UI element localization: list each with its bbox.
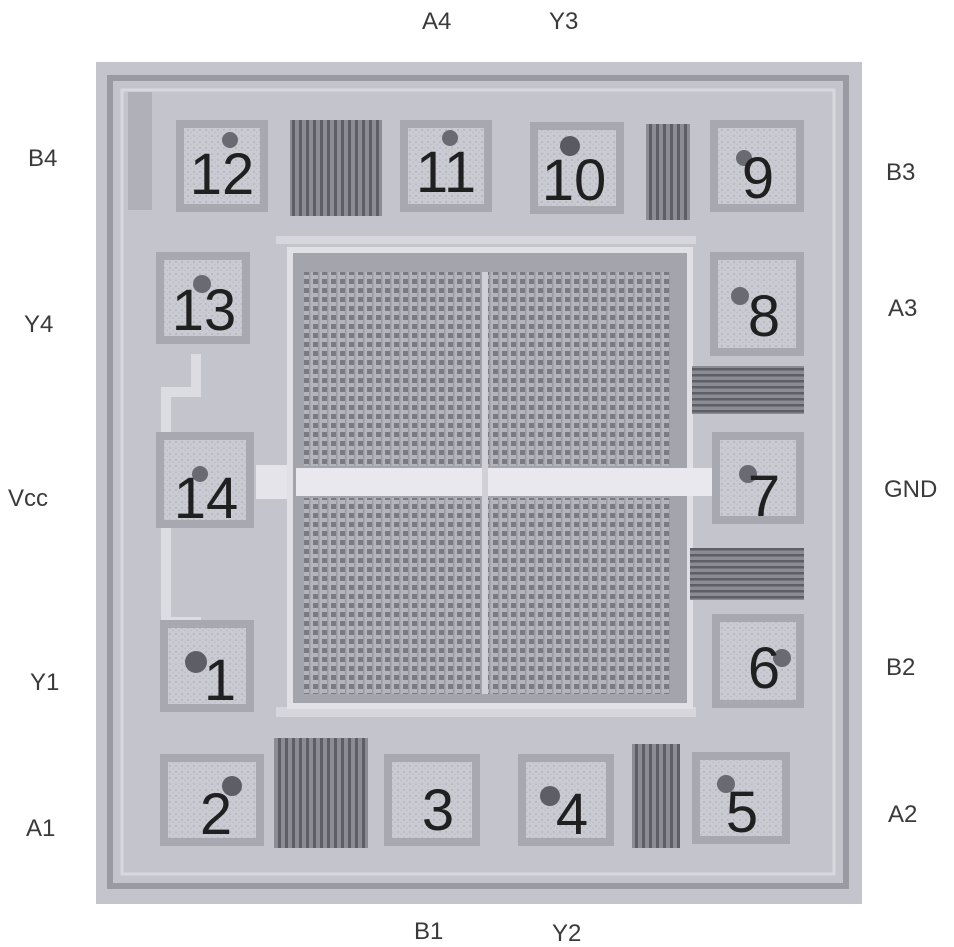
bond-pad-12: 12 (176, 120, 268, 212)
pin-label-a4: A4 (422, 8, 452, 35)
pad-number-7: 7 (748, 464, 780, 529)
pin-label-a2: A2 (888, 801, 918, 828)
pin-label-a3: A3 (888, 295, 918, 322)
pad-number-5: 5 (726, 780, 758, 845)
bond-pad-4: 4 (518, 754, 614, 847)
pad-number-4: 4 (556, 782, 588, 847)
bond-pad-13: 13 (156, 252, 250, 344)
pad-number-6: 6 (748, 636, 780, 701)
stripe-block-top-left (290, 120, 382, 216)
pad-number-12: 12 (190, 142, 255, 207)
pad-number-3: 3 (422, 778, 454, 843)
pin-label-b3: B3 (886, 159, 916, 186)
chip-die: 12 11 10 9 13 8 14 7 (96, 62, 862, 904)
pin-label-vcc: Vcc (8, 485, 49, 512)
pad-number-9: 9 (742, 146, 774, 211)
pad-number-14: 14 (174, 466, 239, 531)
core-center-bus (296, 468, 716, 496)
pin-label-a1: A1 (26, 815, 56, 842)
stripe-block-bottom-right (632, 744, 680, 848)
bond-pad-9: 9 (710, 120, 804, 212)
bond-pad-2: 2 (160, 754, 264, 847)
stripe-block-top-right (646, 124, 690, 220)
pad-number-11: 11 (416, 140, 476, 205)
bond-pad-3: 3 (384, 754, 480, 846)
pad-number-13: 13 (172, 278, 237, 343)
die-outer-border (107, 75, 849, 889)
core-vertical-bus (482, 272, 488, 694)
pad-number-1: 1 (204, 648, 236, 713)
die-marking (128, 92, 152, 210)
stripe-block-right-lower (690, 548, 804, 600)
core-quadrant-bottom-right (488, 498, 670, 694)
bond-pad-7: 7 (712, 432, 804, 529)
bond-pad-11: 11 (400, 120, 492, 212)
pin-label-b4: B4 (28, 145, 58, 172)
die-inner-border (120, 88, 836, 876)
core-quadrant-bottom-left (304, 498, 482, 694)
bond-pad-1: 1 (160, 620, 254, 713)
stripe-block-bottom-left (274, 738, 368, 848)
pin-label-b1: B1 (414, 918, 444, 945)
pin-label-y4: Y4 (24, 311, 54, 338)
pad-number-2: 2 (200, 782, 232, 847)
core-quadrant-top-left (304, 272, 482, 466)
bond-pad-6: 6 (712, 614, 804, 708)
bond-pad-14: 14 (156, 432, 254, 531)
pin-label-gnd: GND (884, 476, 938, 503)
bond-pad-8: 8 (710, 252, 804, 356)
bond-pad-5: 5 (692, 752, 790, 845)
pin-label-b2: B2 (886, 654, 916, 681)
pin-label-y1: Y1 (30, 669, 60, 696)
pin-label-y2: Y2 (552, 920, 582, 947)
core-quadrant-top-right (488, 272, 670, 466)
pad-number-10: 10 (542, 148, 607, 213)
stripe-block-right-upper (692, 366, 804, 414)
pin-label-y3: Y3 (549, 8, 579, 35)
bond-pad-10: 10 (530, 122, 624, 214)
pad-number-8: 8 (748, 284, 780, 349)
